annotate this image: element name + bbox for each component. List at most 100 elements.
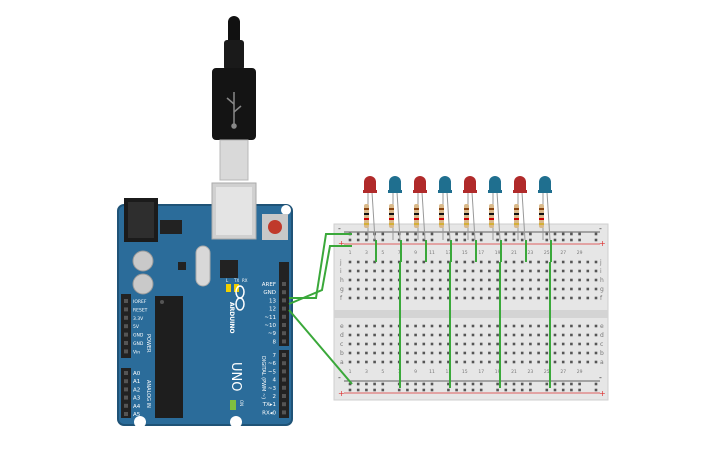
rail-hole[interactable] <box>520 238 524 242</box>
rail-hole[interactable] <box>381 232 385 236</box>
rail-hole[interactable] <box>406 238 409 242</box>
terminal-hole[interactable] <box>488 360 491 364</box>
terminal-hole[interactable] <box>455 287 458 291</box>
rail-hole[interactable] <box>496 388 499 392</box>
terminal-hole[interactable] <box>537 296 540 300</box>
terminal-hole[interactable] <box>594 333 598 337</box>
terminal-hole[interactable] <box>570 351 573 355</box>
rail-hole[interactable] <box>512 382 516 386</box>
terminal-hole[interactable] <box>438 351 442 355</box>
terminal-hole[interactable] <box>479 287 483 291</box>
rail-hole[interactable] <box>348 382 352 386</box>
header-pin[interactable] <box>124 403 128 408</box>
header-pin[interactable] <box>124 299 128 303</box>
terminal-hole[interactable] <box>381 324 385 328</box>
terminal-hole[interactable] <box>463 351 467 355</box>
terminal-hole[interactable] <box>496 324 499 328</box>
terminal-hole[interactable] <box>512 333 516 337</box>
rail-hole[interactable] <box>496 382 499 386</box>
terminal-hole[interactable] <box>561 278 565 282</box>
header-pin[interactable] <box>124 332 128 337</box>
terminal-hole[interactable] <box>438 333 442 337</box>
terminal-hole[interactable] <box>455 360 458 364</box>
terminal-hole[interactable] <box>471 324 475 328</box>
terminal-hole[interactable] <box>570 342 573 346</box>
wire-12[interactable] <box>288 309 353 385</box>
terminal-hole[interactable] <box>455 296 458 300</box>
terminal-hole[interactable] <box>373 351 376 355</box>
rail-hole[interactable] <box>430 382 434 386</box>
terminal-hole[interactable] <box>553 324 557 328</box>
terminal-hole[interactable] <box>422 360 426 364</box>
terminal-hole[interactable] <box>561 287 565 291</box>
terminal-hole[interactable] <box>586 333 590 337</box>
header-pin[interactable] <box>124 307 128 312</box>
terminal-hole[interactable] <box>406 333 409 337</box>
terminal-hole[interactable] <box>348 278 352 282</box>
terminal-hole[interactable] <box>365 278 368 282</box>
terminal-hole[interactable] <box>545 342 549 346</box>
terminal-hole[interactable] <box>414 269 417 273</box>
rail-hole[interactable] <box>381 238 385 242</box>
terminal-hole[interactable] <box>447 360 450 364</box>
terminal-hole[interactable] <box>504 296 508 300</box>
resistor[interactable] <box>414 204 419 228</box>
rail-hole[interactable] <box>430 232 434 236</box>
terminal-hole[interactable] <box>529 351 532 355</box>
terminal-hole[interactable] <box>594 269 598 273</box>
rail-hole[interactable] <box>365 382 368 386</box>
rail-hole[interactable] <box>447 238 450 242</box>
terminal-hole[interactable] <box>463 269 467 273</box>
rail-hole[interactable] <box>553 238 557 242</box>
terminal-hole[interactable] <box>406 260 409 264</box>
terminal-hole[interactable] <box>586 287 590 291</box>
rail-hole[interactable] <box>504 232 508 236</box>
terminal-hole[interactable] <box>529 260 532 264</box>
header-pin[interactable] <box>124 341 128 345</box>
rail-hole[interactable] <box>578 232 581 236</box>
terminal-hole[interactable] <box>496 342 499 346</box>
rail-hole[interactable] <box>578 238 581 242</box>
terminal-hole[interactable] <box>488 269 491 273</box>
terminal-hole[interactable] <box>447 296 450 300</box>
rail-hole[interactable] <box>545 232 549 236</box>
rail-hole[interactable] <box>406 388 409 392</box>
terminal-hole[interactable] <box>479 360 483 364</box>
terminal-hole[interactable] <box>365 296 368 300</box>
usb-cable[interactable] <box>212 16 256 181</box>
terminal-hole[interactable] <box>512 287 516 291</box>
terminal-hole[interactable] <box>373 278 376 282</box>
terminal-hole[interactable] <box>512 296 516 300</box>
terminal-hole[interactable] <box>356 269 360 273</box>
header-pin[interactable] <box>282 385 286 390</box>
terminal-hole[interactable] <box>406 324 409 328</box>
rail-hole[interactable] <box>422 388 426 392</box>
led-array[interactable] <box>363 176 552 241</box>
terminal-hole[interactable] <box>389 360 393 364</box>
rail-hole[interactable] <box>561 388 565 392</box>
terminal-hole[interactable] <box>512 278 516 282</box>
terminal-hole[interactable] <box>373 360 376 364</box>
rail-hole[interactable] <box>553 388 557 392</box>
terminal-hole[interactable] <box>430 342 434 346</box>
header-pin[interactable] <box>282 353 286 357</box>
header-pin[interactable] <box>282 298 286 303</box>
terminal-hole[interactable] <box>578 333 581 337</box>
led-blue[interactable] <box>488 176 502 241</box>
terminal-hole[interactable] <box>520 296 524 300</box>
terminal-hole[interactable] <box>529 342 532 346</box>
terminal-hole[interactable] <box>373 260 376 264</box>
terminal-hole[interactable] <box>520 287 524 291</box>
terminal-hole[interactable] <box>520 278 524 282</box>
rail-hole[interactable] <box>479 382 483 386</box>
terminal-hole[interactable] <box>529 360 532 364</box>
rail-hole[interactable] <box>479 232 483 236</box>
terminal-hole[interactable] <box>570 260 573 264</box>
terminal-hole[interactable] <box>438 324 442 328</box>
terminal-hole[interactable] <box>381 360 385 364</box>
terminal-hole[interactable] <box>537 324 540 328</box>
terminal-hole[interactable] <box>520 351 524 355</box>
terminal-hole[interactable] <box>529 278 532 282</box>
terminal-hole[interactable] <box>488 333 491 337</box>
